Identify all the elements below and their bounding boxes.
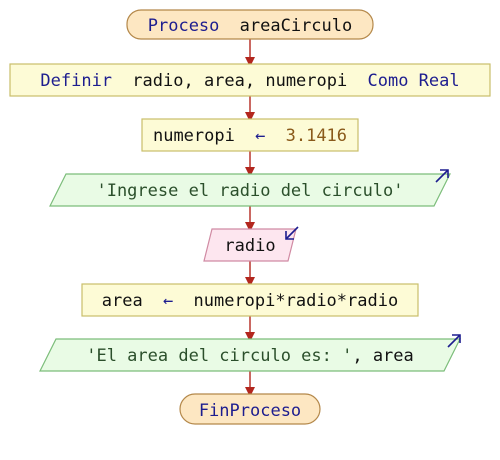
assign-arrow-2: ← xyxy=(163,291,173,311)
define-vars: radio, area, numeropi xyxy=(132,71,347,91)
assign-numeropi-shape xyxy=(141,118,359,152)
output-prompt-node[interactable]: 'Ingrese el radio del circulo' xyxy=(49,169,451,207)
process-name: areaCirculo xyxy=(240,16,353,36)
output-result-label: 'El area del circulo es: ', area xyxy=(86,346,414,366)
output-prompt-shape xyxy=(49,173,451,207)
assign-numeropi-target: numeropi xyxy=(153,126,235,146)
input-radio-label: radio xyxy=(224,236,275,256)
define-shape xyxy=(9,63,491,97)
output-prompt-label: 'Ingrese el radio del circulo' xyxy=(96,181,403,201)
assign-numeropi-label: numeropi ← 3.1416 xyxy=(153,126,347,146)
input-arrow-icon xyxy=(285,226,299,240)
assign-area-shape xyxy=(81,283,419,317)
assign-area-target: area xyxy=(102,291,143,311)
output-arrow-icon xyxy=(447,334,461,348)
process-start-label: Proceso areaCirculo xyxy=(148,16,353,36)
input-radio-node[interactable]: radio xyxy=(203,226,299,262)
output-arrow-icon xyxy=(435,169,449,183)
process-start-node[interactable]: Proceso areaCirculo xyxy=(126,9,374,40)
input-radio-shape xyxy=(203,228,297,262)
process-start-shape xyxy=(126,9,374,40)
process-end-node[interactable]: FinProceso xyxy=(179,393,321,425)
output-result-shape xyxy=(39,338,461,372)
assign-numeropi-node[interactable]: numeropi ← 3.1416 xyxy=(141,118,359,152)
output-result-literal: 'El area del circulo es: ' xyxy=(86,346,352,366)
assign-area-label: area ← numeropi*radio*radio xyxy=(102,291,398,311)
assign-area-node[interactable]: area ← numeropi*radio*radio xyxy=(81,283,419,317)
assign-area-expr: numeropi*radio*radio xyxy=(194,291,399,311)
define-type-keyword: Como Real xyxy=(367,71,459,91)
process-end-label: FinProceso xyxy=(199,401,301,421)
assign-numeropi-value: 3.1416 xyxy=(286,126,347,146)
output-result-node[interactable]: 'El area del circulo es: ', area xyxy=(39,334,461,372)
process-keyword: Proceso xyxy=(148,16,220,36)
define-node[interactable]: Definir radio, area, numeropi Como Real xyxy=(9,63,491,97)
output-result-var: , area xyxy=(352,346,413,366)
define-label: Definir radio, area, numeropi Como Real xyxy=(40,71,459,91)
define-keyword: Definir xyxy=(40,71,112,91)
process-end-shape xyxy=(179,393,321,425)
assign-arrow-1: ← xyxy=(255,126,265,146)
